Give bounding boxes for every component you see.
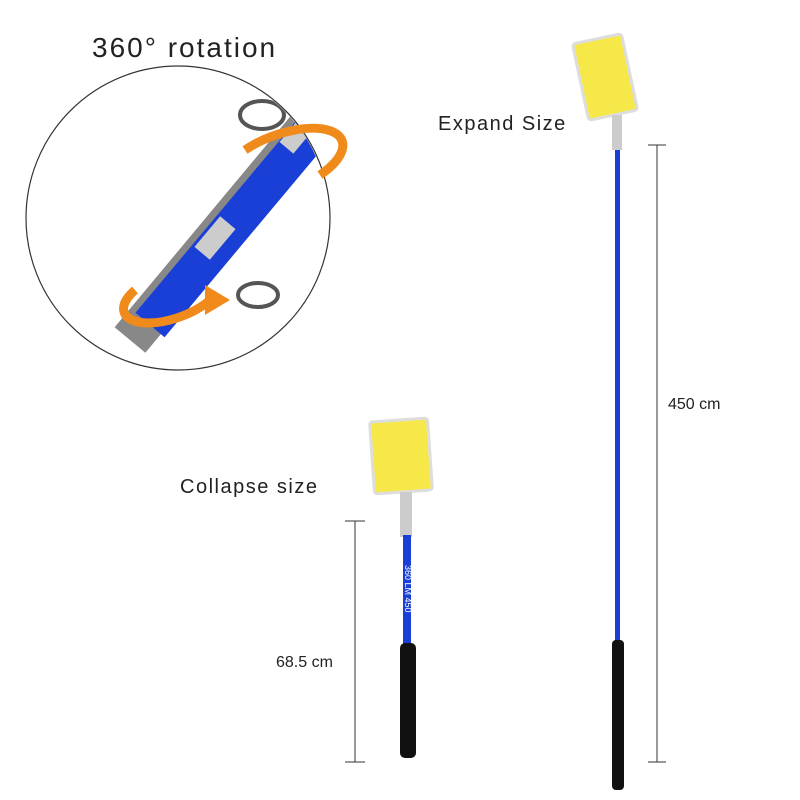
expanded-light: 360 LM 450: [571, 32, 666, 790]
rotation-title: 360° rotation: [92, 32, 278, 63]
expand-length: 450 cm: [668, 396, 721, 413]
pole-marking-2: 360 LM 450: [403, 565, 413, 613]
collapse-size-label: Collapse size: [180, 476, 319, 498]
expand-size-label: Expand Size: [438, 113, 567, 135]
collapsed-light: 360 LM 450: [345, 416, 434, 763]
pole-marking: 360 LM 450: [623, 590, 632, 633]
rotation-arrow-icon: [242, 123, 348, 179]
rotation-arrow-icon-2: [119, 286, 213, 328]
collapse-length: 68.5 cm: [276, 654, 333, 671]
rotation-detail-circle: [25, 65, 348, 371]
